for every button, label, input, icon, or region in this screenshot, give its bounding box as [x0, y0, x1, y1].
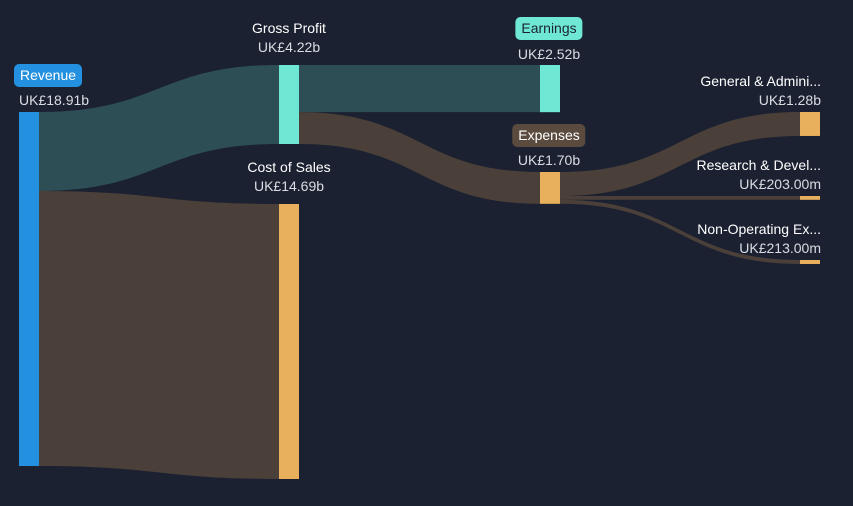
research-dev-value: UK£203.00m	[739, 176, 821, 192]
expenses-label: Expenses	[512, 124, 586, 147]
node-earnings	[540, 65, 560, 113]
link-gross_profit-to-expenses	[299, 112, 540, 204]
link-expenses-to-research_dev	[560, 195, 800, 200]
link-expenses-to-non_operating	[560, 199, 800, 264]
link-expenses-to-general_admin	[560, 112, 800, 196]
gross-profit-value: UK£4.22b	[257, 39, 321, 55]
research-dev-label: Research & Devel...	[696, 157, 822, 173]
cost-of-sales-label: Cost of Sales	[247, 159, 331, 175]
node-research-dev	[800, 196, 820, 200]
expenses-value: UK£1.70b	[517, 152, 581, 168]
node-cost-of-sales	[279, 204, 299, 480]
node-non-operating	[800, 260, 820, 264]
non-operating-value: UK£213.00m	[739, 240, 821, 256]
earnings-label: Earnings	[515, 17, 583, 40]
node-expenses	[540, 172, 560, 204]
node-general-admin	[800, 112, 820, 136]
gross-profit-label: Gross Profit	[252, 20, 326, 36]
general-admin-value: UK£1.28b	[758, 92, 821, 108]
earnings-value: UK£2.52b	[517, 46, 581, 62]
link-gross_profit-to-earnings	[299, 65, 540, 113]
cost-of-sales-value: UK£14.69b	[253, 178, 325, 194]
general-admin-label: General & Admini...	[700, 73, 821, 89]
non-operating-label: Non-Operating Ex...	[697, 221, 821, 237]
node-gross-profit	[279, 65, 299, 144]
revenue-value: UK£18.91b	[19, 92, 90, 108]
link-revenue-to-gross_profit	[39, 65, 279, 191]
node-revenue	[19, 112, 39, 466]
revenue-label: Revenue	[14, 64, 83, 87]
link-revenue-to-cost_of_sales	[39, 190, 279, 480]
